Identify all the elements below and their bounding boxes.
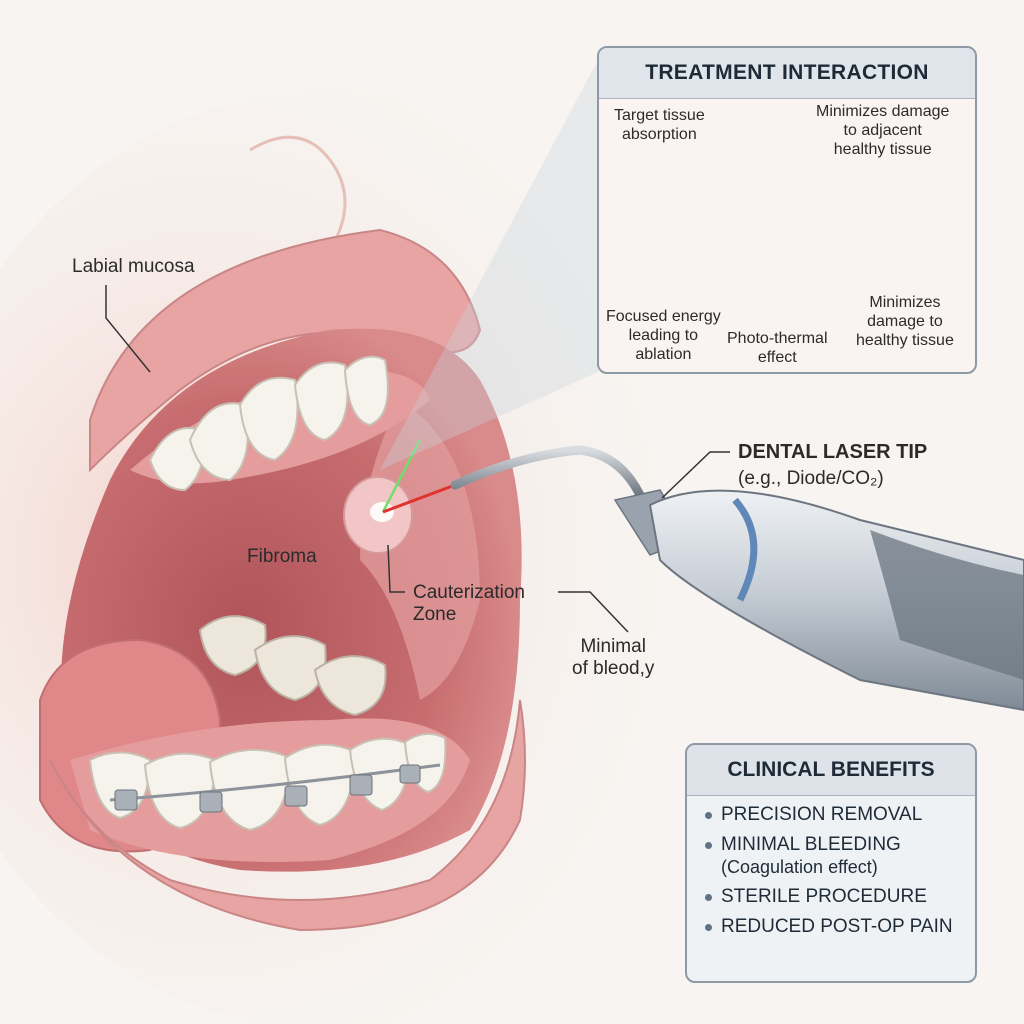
minimal-bleeding-label: Minimal of bleod,y bbox=[572, 636, 655, 679]
braces bbox=[109, 763, 441, 813]
buccal-mucosa bbox=[360, 400, 480, 700]
fibroma-lesion bbox=[343, 476, 413, 554]
upper-lip bbox=[89, 228, 482, 473]
minimizes-damage-top-label: Minimizes damage to adjacent healthy tis… bbox=[816, 103, 950, 158]
treatment-interaction-panel: TREATMENT INTERACTION bbox=[597, 46, 977, 374]
benefit-item: REDUCED POST-OP PAIN bbox=[705, 916, 965, 938]
labial-mucosa-label: Labial mucosa bbox=[72, 256, 195, 277]
lower-molars bbox=[198, 615, 387, 717]
upper-teeth bbox=[148, 355, 389, 492]
benefit-item: PRECISION REMOVAL bbox=[705, 804, 965, 826]
cauterization-zone-label: Cauterization Zone bbox=[413, 582, 525, 625]
clinical-benefits-panel: CLINICAL BENEFITS PRECISION REMOVAL MINI… bbox=[685, 743, 977, 983]
laser-tip-subtitle: (e.g., Diode/CO₂) bbox=[738, 468, 884, 489]
benefits-panel-title: CLINICAL BENEFITS bbox=[687, 745, 975, 796]
lower-lip bbox=[49, 699, 526, 932]
green-aiming-beam bbox=[381, 439, 422, 513]
laser-tip-title: DENTAL LASER TIP bbox=[738, 441, 928, 463]
laser-handpiece bbox=[450, 445, 1024, 712]
minimizes-damage-bottom-label: Minimizes damage to healthy tissue bbox=[856, 294, 954, 349]
photo-thermal-label: Photo-thermal effect bbox=[727, 330, 828, 366]
zoom-cone bbox=[380, 60, 598, 470]
nose-outline bbox=[249, 135, 347, 251]
benefit-item: MINIMAL BLEEDING (Coagulation effect) bbox=[705, 834, 965, 878]
leader-lines bbox=[105, 285, 730, 633]
benefits-list: PRECISION REMOVAL MINIMAL BLEEDING (Coag… bbox=[687, 796, 975, 938]
target-absorption-label: Target tissue absorption bbox=[614, 107, 705, 143]
focused-energy-label: Focused energy leading to ablation bbox=[606, 308, 721, 363]
benefit-item: STERILE PROCEDURE bbox=[705, 886, 965, 908]
treatment-panel-title: TREATMENT INTERACTION bbox=[599, 48, 975, 99]
fibroma-label: Fibroma bbox=[247, 546, 317, 567]
red-laser-beam bbox=[382, 483, 456, 514]
